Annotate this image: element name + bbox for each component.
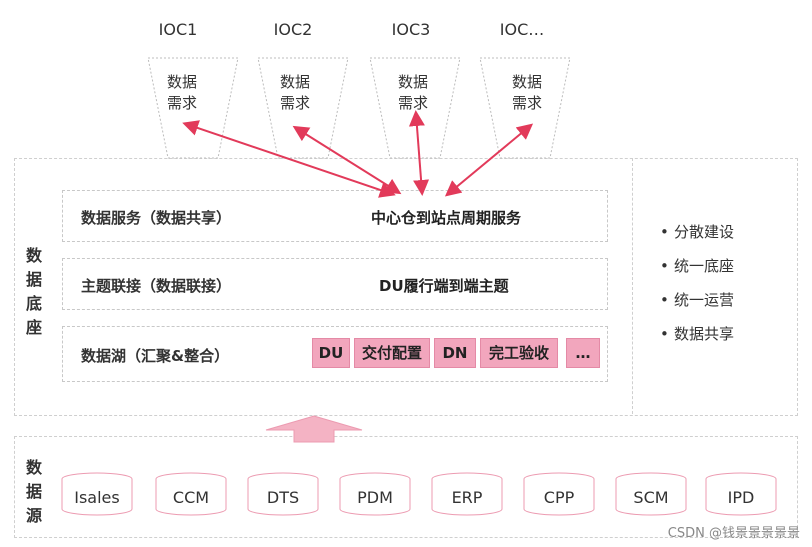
- ioc-label-3: IOC3: [391, 20, 431, 39]
- db-isales: Isales: [60, 472, 134, 516]
- bullet-item: •数据共享: [660, 325, 735, 343]
- chip-delivery-config: 交付配置: [354, 338, 430, 368]
- layer-topic-link: 主题联接（数据联接） DU履行端到端主题: [62, 258, 608, 310]
- layer-value: 中心仓到站点周期服务: [371, 209, 522, 227]
- ioc-demand-4: 数据需求: [511, 73, 542, 112]
- bullet-list: •分散建设 •统一底座 •统一运营 •数据共享: [660, 222, 734, 358]
- funnel-2: [257, 57, 349, 159]
- db-dts: DTS: [246, 472, 320, 516]
- source-frame: [14, 436, 798, 538]
- ioc-label-4: IOC…: [499, 20, 545, 39]
- layer-name: 主题联接（数据联接）: [81, 277, 232, 295]
- bullet-item: •统一运营: [660, 291, 735, 309]
- bullet-item: •统一底座: [660, 257, 735, 275]
- layer-value: DU履行端到端主题: [379, 277, 509, 295]
- funnel-3: [369, 57, 461, 159]
- db-cpp: CPP: [522, 472, 596, 516]
- base-title: 数据底座: [25, 246, 42, 337]
- bullet-item: •分散建设: [660, 223, 735, 241]
- layer-name: 数据湖（汇聚&整合）: [81, 347, 230, 365]
- arrow-ioc4: [444, 123, 534, 197]
- upward-arrow: [265, 415, 363, 443]
- chip-completion-acceptance: 完工验收: [480, 338, 558, 368]
- chip-more: …: [566, 338, 600, 368]
- funnel-1: [147, 57, 239, 159]
- ioc-demand-2: 数据需求: [279, 73, 310, 112]
- watermark: CSDN @钱景景景景景: [667, 526, 800, 541]
- db-pdm: PDM: [338, 472, 412, 516]
- db-scm: SCM: [614, 472, 688, 516]
- ioc-demand-1: 数据需求: [166, 73, 197, 112]
- db-erp: ERP: [430, 472, 504, 516]
- funnel-4: [479, 57, 571, 159]
- layer-name: 数据服务（数据共享）: [81, 209, 232, 227]
- ioc-demand-3: 数据需求: [397, 73, 428, 112]
- divider-frame: [632, 158, 797, 414]
- arrow-ioc3: [408, 110, 430, 196]
- source-title: 数据源: [25, 458, 42, 525]
- arrow-ioc1: [182, 120, 396, 198]
- demand-arrows: [182, 110, 534, 198]
- db-ipd: IPD: [704, 472, 778, 516]
- layer-data-service: 数据服务（数据共享） 中心仓到站点周期服务: [62, 190, 608, 242]
- db-ccm: CCM: [154, 472, 228, 516]
- arrow-ioc2: [292, 125, 402, 195]
- ioc-label-1: IOC1: [158, 20, 198, 39]
- ioc-label-2: IOC2: [273, 20, 313, 39]
- chip-dn: DN: [434, 338, 476, 368]
- ioc-funnels: [147, 57, 571, 159]
- chip-du: DU: [312, 338, 350, 368]
